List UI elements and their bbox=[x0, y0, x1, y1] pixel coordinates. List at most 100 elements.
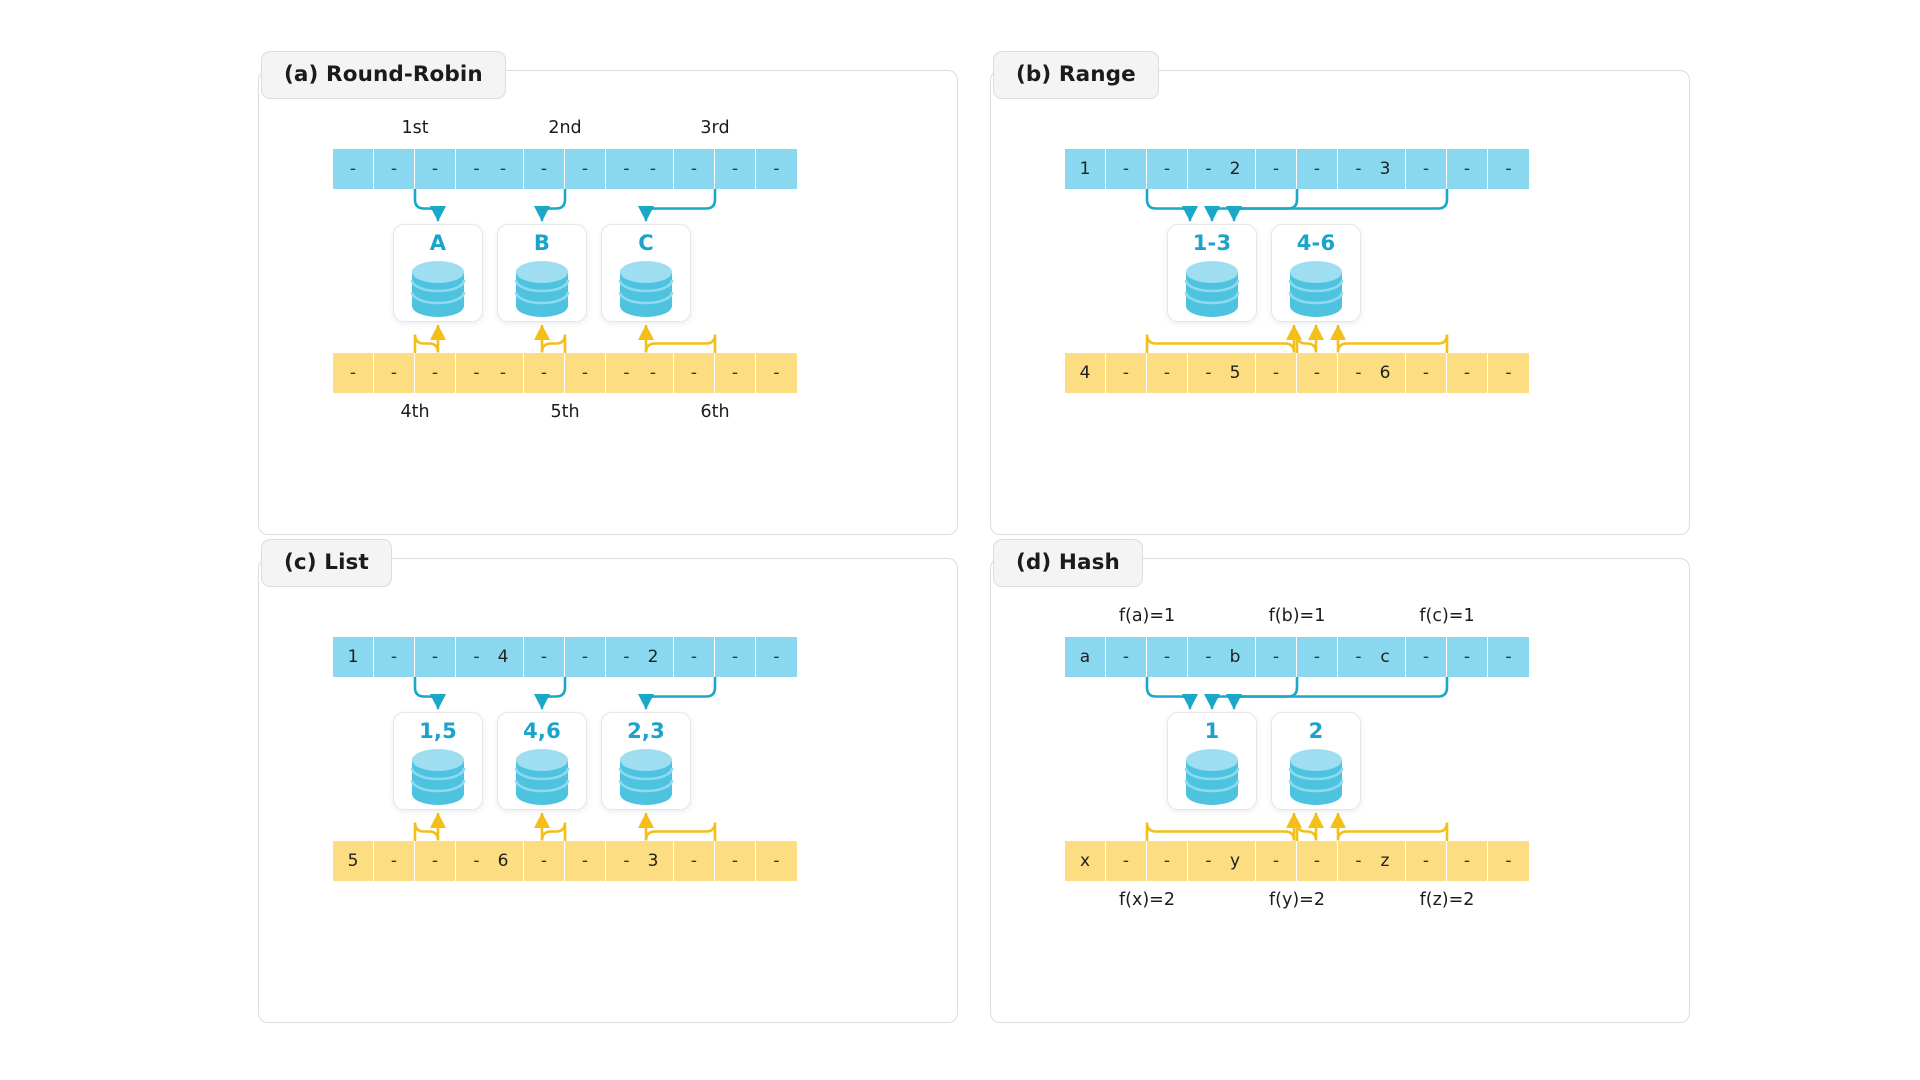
bottom-array-3-cell-4: - bbox=[756, 353, 797, 393]
top-array-2: 4--- bbox=[483, 637, 647, 677]
connector-arrow bbox=[1203, 187, 1299, 222]
top-array-2-cell-1: b bbox=[1215, 637, 1256, 677]
top-array-2-cell-1: - bbox=[483, 149, 524, 189]
connector-arrow bbox=[533, 187, 567, 222]
top-array-1-cell-2: - bbox=[1106, 637, 1147, 677]
top-array-2: ---- bbox=[483, 149, 647, 189]
top-array-2-cell-3: - bbox=[1297, 149, 1338, 189]
database-icon bbox=[618, 749, 674, 805]
connector-arrow bbox=[533, 812, 567, 843]
top-array-2-caption: 2nd bbox=[548, 118, 582, 138]
top-array-1-cell-3: - bbox=[415, 637, 456, 677]
top-array-3: ---- bbox=[633, 149, 797, 189]
bottom-array-3: 3--- bbox=[633, 841, 797, 881]
connector-arrow bbox=[637, 675, 717, 710]
node-1[interactable]: 1,5 bbox=[393, 712, 483, 810]
top-array-3-cell-1: 2 bbox=[633, 637, 674, 677]
top-array-1-cell-3: - bbox=[1147, 149, 1188, 189]
node-1[interactable]: 1 bbox=[1167, 712, 1257, 810]
database-icon bbox=[1184, 261, 1240, 317]
connector-arrow bbox=[1145, 675, 1199, 710]
node-3[interactable]: 2,3 bbox=[601, 712, 691, 810]
connector-arrow bbox=[1225, 675, 1449, 710]
node-3-label: 2,3 bbox=[627, 719, 665, 743]
node-2[interactable]: 4,6 bbox=[497, 712, 587, 810]
database-icon bbox=[410, 749, 466, 805]
node-1-label: 1-3 bbox=[1192, 231, 1232, 255]
bottom-array-3-caption: 6th bbox=[700, 402, 730, 422]
panel-label-hash: (d) Hash bbox=[993, 539, 1143, 587]
top-array-1: a--- bbox=[1065, 637, 1229, 677]
database-icon bbox=[1288, 261, 1344, 317]
top-array-3-cell-4: - bbox=[756, 149, 797, 189]
database-icon bbox=[618, 261, 674, 317]
top-array-2: b--- bbox=[1215, 637, 1379, 677]
top-array-3-cell-3: - bbox=[1447, 149, 1488, 189]
top-array-2-caption: f(b)=1 bbox=[1268, 606, 1326, 626]
node-1-label: 1 bbox=[1204, 719, 1220, 743]
node-2[interactable]: 4-6 bbox=[1271, 224, 1361, 322]
bottom-array-3-cell-3: - bbox=[1447, 353, 1488, 393]
bottom-array-3-cell-1: 3 bbox=[633, 841, 674, 881]
bottom-array-3-cell-1: z bbox=[1365, 841, 1406, 881]
bottom-array-3-cell-4: - bbox=[1488, 353, 1529, 393]
bottom-array-2-cell-1: y bbox=[1215, 841, 1256, 881]
top-array-1: ---- bbox=[333, 149, 497, 189]
connector-arrow bbox=[413, 675, 447, 710]
bottom-array-2-cell-3: - bbox=[1297, 353, 1338, 393]
top-array-1-cell-2: - bbox=[374, 637, 415, 677]
node-2-db bbox=[1287, 261, 1345, 321]
top-array-3-caption: f(c)=1 bbox=[1419, 606, 1475, 626]
bottom-array-1-cell-2: - bbox=[374, 353, 415, 393]
bottom-array-3: z--- bbox=[1365, 841, 1529, 881]
bottom-array-1-cell-1: 5 bbox=[333, 841, 374, 881]
top-array-2-cell-1: 4 bbox=[483, 637, 524, 677]
top-array-3-cell-4: - bbox=[1488, 637, 1529, 677]
top-array-3: 2--- bbox=[633, 637, 797, 677]
connector-arrow bbox=[413, 812, 447, 843]
node-1-label: A bbox=[429, 231, 447, 255]
connector-arrow bbox=[1203, 675, 1299, 710]
node-2[interactable]: B bbox=[497, 224, 587, 322]
node-2-label: 4-6 bbox=[1296, 231, 1336, 255]
connector-arrow bbox=[533, 675, 567, 710]
top-array-1-cell-2: - bbox=[374, 149, 415, 189]
top-array-1-caption: f(a)=1 bbox=[1118, 606, 1176, 626]
bottom-array-2-cell-1: 6 bbox=[483, 841, 524, 881]
bottom-array-1: 4--- bbox=[1065, 353, 1229, 393]
bottom-array-1-caption: f(x)=2 bbox=[1119, 890, 1175, 910]
bottom-array-2-cell-2: - bbox=[524, 353, 565, 393]
bottom-array-2-cell-3: - bbox=[565, 353, 606, 393]
top-array-2-cell-2: - bbox=[1256, 149, 1297, 189]
top-array-1-caption: 1st bbox=[401, 118, 429, 138]
bottom-array-1: 5--- bbox=[333, 841, 497, 881]
database-icon bbox=[1288, 749, 1344, 805]
top-array-3-caption: 3rd bbox=[700, 118, 730, 138]
node-2-db bbox=[513, 261, 571, 321]
node-2-label: B bbox=[533, 231, 551, 255]
database-icon bbox=[410, 261, 466, 317]
bottom-array-2-caption: 5th bbox=[550, 402, 580, 422]
node-3[interactable]: C bbox=[601, 224, 691, 322]
connector-arrow bbox=[1145, 324, 1303, 355]
top-array-3-cell-3: - bbox=[715, 149, 756, 189]
top-array-1-cell-3: - bbox=[415, 149, 456, 189]
top-array-2-cell-3: - bbox=[565, 637, 606, 677]
node-2-label: 4,6 bbox=[523, 719, 561, 743]
top-array-2-cell-3: - bbox=[1297, 637, 1338, 677]
node-2[interactable]: 2 bbox=[1271, 712, 1361, 810]
node-1[interactable]: 1-3 bbox=[1167, 224, 1257, 322]
panel-label-range: (b) Range bbox=[993, 51, 1159, 99]
bottom-array-3-cell-4: - bbox=[1488, 841, 1529, 881]
bottom-array-2-caption: f(y)=2 bbox=[1269, 890, 1325, 910]
node-1[interactable]: A bbox=[393, 224, 483, 322]
bottom-array-3-cell-2: - bbox=[674, 353, 715, 393]
bottom-array-1-cell-3: - bbox=[415, 353, 456, 393]
connector-arrow bbox=[413, 324, 447, 355]
bottom-array-3-cell-3: - bbox=[715, 353, 756, 393]
